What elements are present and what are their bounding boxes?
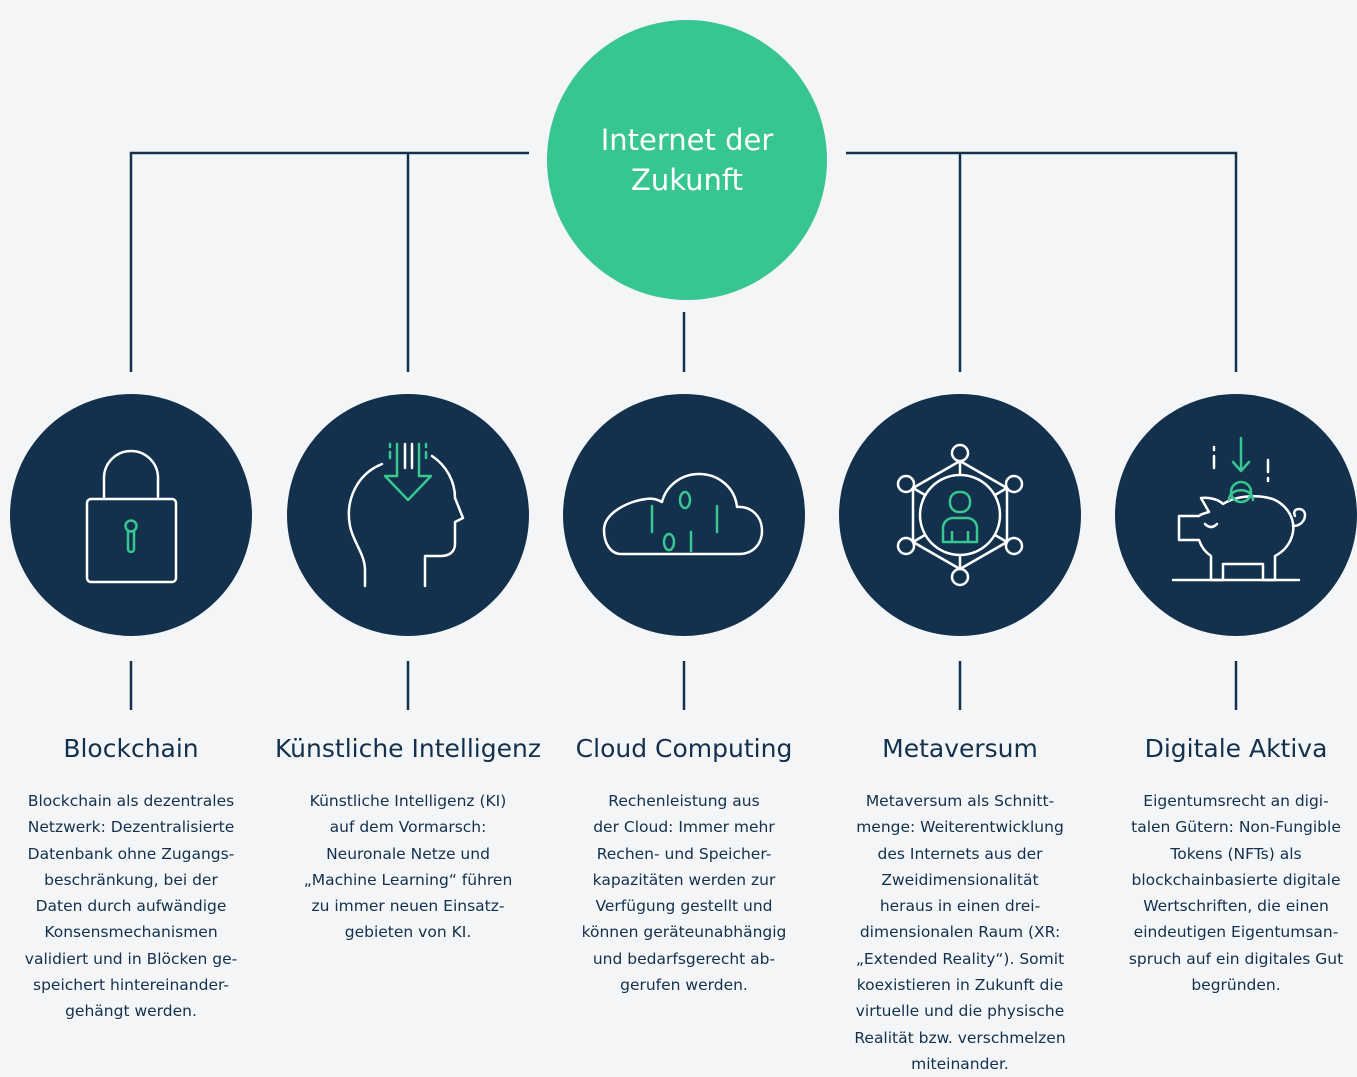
topic-circle-blockchain [10, 394, 252, 636]
topic-circle-metaversum [839, 394, 1081, 636]
head-with-arrow-icon [347, 442, 465, 588]
network-person-icon [896, 443, 1024, 587]
connector-blockchain [129, 151, 529, 372]
hub-title: Internet der Zukunft [600, 123, 774, 197]
cloud-binary-icon [602, 472, 764, 556]
padlock-icon [85, 449, 178, 584]
piggy-bank-icon [1171, 436, 1307, 582]
topic-title-ki: Künstliche Intelligenz [275, 734, 541, 763]
hub-circle: Internet der Zukunft [547, 20, 827, 300]
topic-title-aktiva: Digitale Aktiva [1144, 734, 1328, 763]
topic-title-cloud: Cloud Computing [575, 734, 793, 763]
topic-title-metaversum: Metaversum [882, 734, 1038, 763]
topic-description-metaversum: Metaversum als Schnitt- menge: Weiterent… [854, 792, 1066, 1073]
connector-aktiva [846, 151, 1238, 372]
topic-description-cloud: Rechenleistung aus der Cloud: Immer mehr… [581, 792, 787, 995]
topic-circle-ki [287, 394, 529, 636]
topic-circle-aktiva [1115, 394, 1357, 636]
topic-description-ki: Künstliche Intelligenz (KI) auf dem Vorm… [303, 792, 513, 942]
topic-circle-cloud [563, 394, 805, 636]
topic-description-blockchain: Blockchain als dezentrales Netzwerk: Dez… [24, 792, 238, 1021]
topic-title-blockchain: Blockchain [63, 734, 199, 763]
topic-description-aktiva: Eigentumsrecht an digi- talen Gütern: No… [1128, 792, 1344, 995]
